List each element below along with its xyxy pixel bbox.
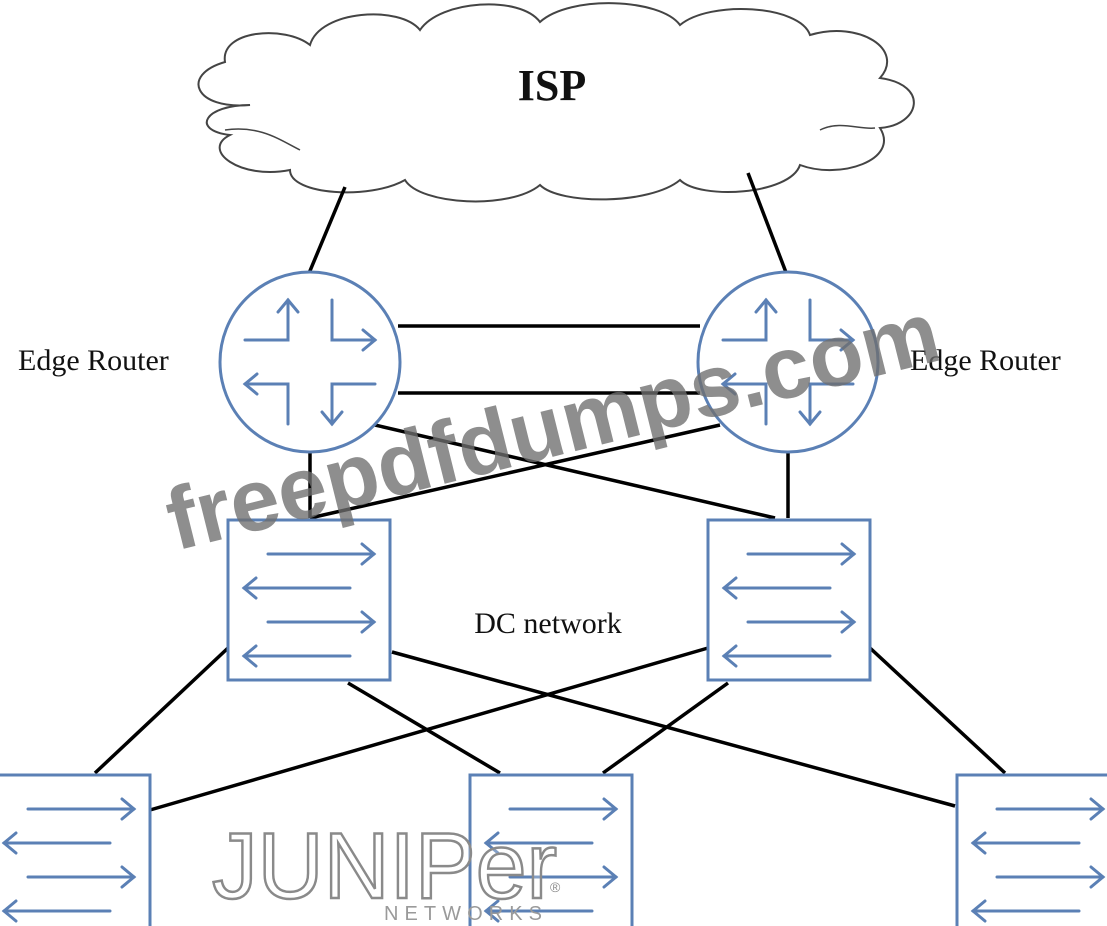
link-isp-router-right (746, 172, 789, 276)
link-spine-right-leaf-middle (601, 681, 730, 775)
link-isp-router-left (305, 186, 347, 279)
switch-body (955, 773, 1107, 926)
links (93, 172, 1007, 812)
spine-switch-left (226, 518, 392, 682)
link-spine-right-leaf-left (149, 646, 709, 812)
leaf-switch-left (0, 773, 152, 926)
link-spine-left-leaf-middle (347, 681, 501, 775)
switch-arrows-icon (241, 542, 377, 668)
leaf-switch-right (955, 773, 1107, 926)
leaf-switch-middle (468, 773, 634, 926)
router-left-body (218, 270, 402, 454)
dc-network-label: DC network (474, 607, 621, 640)
link-spine-left-leaf-left (93, 646, 230, 775)
cloud-inner-line (224, 124, 876, 151)
brand-mark: ® (550, 879, 561, 895)
isp-cloud: ISP (197, 2, 915, 203)
router-right-arrows-icon (720, 297, 856, 427)
link-router-left-spine-right (374, 423, 776, 520)
link-router-right-spine-left (309, 423, 721, 520)
router-label-left: Edge Router (18, 344, 169, 377)
isp-label: ISP (518, 61, 586, 110)
switch-arrows-icon (1, 797, 137, 923)
switch-arrows-icon (970, 797, 1106, 923)
switch-arrows-icon (721, 542, 857, 668)
brand-watermark: JUNIPer (212, 813, 557, 918)
router-label-right: Edge Router (910, 344, 1061, 377)
juniper-logo: JUNIPer ® NETWORKS (211, 812, 561, 925)
cloud-shape (197, 2, 915, 203)
switch-arrows-icon (483, 797, 619, 923)
edge-router-left (218, 270, 402, 454)
edge-router-right (696, 270, 880, 454)
link-spine-right-leaf-right (868, 646, 1007, 775)
link-spine-left-leaf-right (391, 650, 956, 808)
switch-body (0, 773, 152, 926)
spine-switch-right (706, 518, 872, 682)
router-right-body (696, 270, 880, 454)
router-left-arrows-icon (242, 297, 378, 427)
